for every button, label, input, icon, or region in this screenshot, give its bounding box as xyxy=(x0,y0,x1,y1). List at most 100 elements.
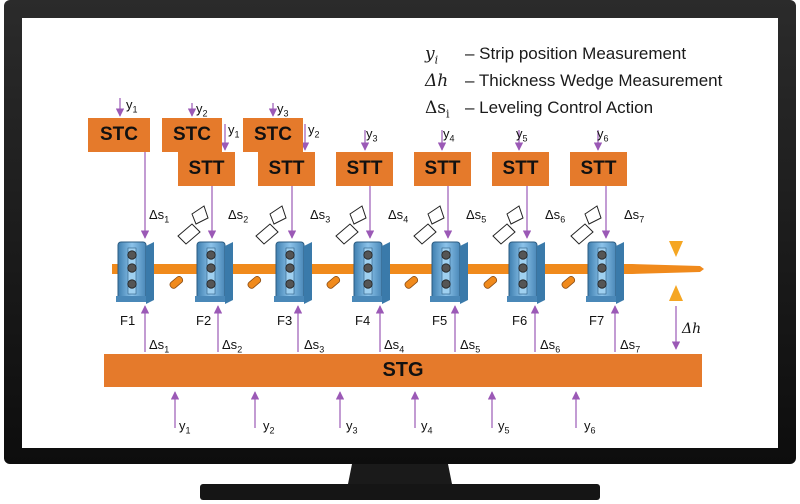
stand-label-f5: F5 xyxy=(432,313,448,328)
lower-delta-s-label: Δs3 xyxy=(304,337,325,355)
work-roll xyxy=(363,263,373,273)
looper-roll xyxy=(326,276,341,289)
stc-block-3[interactable]: STC xyxy=(243,118,303,152)
stand-side xyxy=(460,242,468,304)
sensor-head xyxy=(255,223,279,245)
stt-block-5[interactable]: STT xyxy=(414,152,471,186)
stg-input-label: y5 xyxy=(498,418,510,436)
looper-roll xyxy=(169,276,184,289)
stand-side xyxy=(304,242,312,304)
upper-delta-s-label: Δs4 xyxy=(388,207,409,225)
stand-label-f1: F1 xyxy=(120,313,136,328)
stg-input-label: y2 xyxy=(263,418,275,436)
work-roll xyxy=(518,279,528,289)
looper-roll xyxy=(561,276,576,289)
sensor-tail xyxy=(506,205,524,225)
upper-delta-s-label: Δs3 xyxy=(310,207,331,225)
work-roll xyxy=(441,263,451,273)
stand-base xyxy=(274,296,306,302)
stt-input-label: y4 xyxy=(443,126,455,144)
work-roll xyxy=(363,279,373,289)
work-roll xyxy=(206,250,216,260)
work-roll xyxy=(597,263,607,273)
looper-roll xyxy=(483,276,498,289)
work-roll xyxy=(127,250,137,260)
upper-delta-s-label: Δs2 xyxy=(228,207,249,225)
work-roll xyxy=(285,250,295,260)
wedge-label: Δh xyxy=(682,321,702,337)
work-roll xyxy=(441,250,451,260)
stt-block-6[interactable]: STT xyxy=(492,152,549,186)
legend-strip-position: yi– Strip position Measurement xyxy=(425,44,687,67)
stand-base xyxy=(507,296,539,302)
stand-label-f6: F6 xyxy=(512,313,528,328)
stand-side xyxy=(225,242,233,304)
lower-delta-s-label: Δs5 xyxy=(460,337,481,355)
wedge-gauge-top xyxy=(669,241,683,257)
stg-input-label: y1 xyxy=(179,418,191,436)
sensor-tail xyxy=(191,205,209,225)
lower-delta-s-label: Δs2 xyxy=(222,337,243,355)
stand-side xyxy=(537,242,545,304)
stg-input-label: y3 xyxy=(346,418,358,436)
stt-input-label: y6 xyxy=(597,126,609,144)
stt-input-label: y5 xyxy=(516,126,528,144)
stand-base xyxy=(352,296,384,302)
work-roll xyxy=(441,279,451,289)
work-roll xyxy=(518,250,528,260)
sensor-tail xyxy=(269,205,287,225)
legend-text: – Thickness Wedge Measurement xyxy=(465,71,723,90)
legend-thickness-wedge: Δh– Thickness Wedge Measurement xyxy=(425,71,723,91)
sensor-tail xyxy=(584,205,602,225)
stand-base xyxy=(586,296,618,302)
upper-delta-s-label: Δs1 xyxy=(149,207,170,225)
lower-delta-s-label: Δs1 xyxy=(149,337,170,355)
lower-delta-s-label: Δs4 xyxy=(384,337,405,355)
stt-input-label: y3 xyxy=(366,126,378,144)
looper-roll xyxy=(404,276,419,289)
upper-delta-s-label: Δs5 xyxy=(466,207,487,225)
upper-delta-s-label: Δs7 xyxy=(624,207,645,225)
work-roll xyxy=(285,263,295,273)
stand-base xyxy=(116,296,148,302)
work-roll xyxy=(597,250,607,260)
stand-label-f4: F4 xyxy=(355,313,371,328)
stc-secondary-label: y1 xyxy=(228,122,240,140)
work-roll xyxy=(206,263,216,273)
stc-block-2[interactable]: STC xyxy=(162,118,222,152)
work-roll xyxy=(285,279,295,289)
stand-label-f7: F7 xyxy=(589,313,605,328)
stc-input-label: y2 xyxy=(196,101,208,119)
stand-base xyxy=(430,296,462,302)
sensor-tail xyxy=(349,205,367,225)
stt-block-3[interactable]: STT xyxy=(258,152,315,186)
stt-block-7[interactable]: STT xyxy=(570,152,627,186)
stand-base xyxy=(195,296,227,302)
strip-exit xyxy=(632,264,704,274)
legend-text: – Strip position Measurement xyxy=(465,44,687,63)
stc-input-label: y1 xyxy=(126,97,138,115)
stand-label-f3: F3 xyxy=(277,313,293,328)
lower-delta-s-label: Δs7 xyxy=(620,337,641,355)
work-roll xyxy=(363,250,373,260)
work-roll xyxy=(518,263,528,273)
sensor-head xyxy=(492,223,516,245)
stand-label-f2: F2 xyxy=(196,313,212,328)
stt-block-4[interactable]: STT xyxy=(336,152,393,186)
sensor-head xyxy=(413,223,437,245)
stc-secondary-label: y2 xyxy=(308,122,320,140)
stg-block[interactable]: STG xyxy=(104,354,702,387)
work-roll xyxy=(127,279,137,289)
stc-input-label: y3 xyxy=(277,101,289,119)
sensor-head xyxy=(177,223,201,245)
stand-side xyxy=(616,242,624,304)
sensor-tail xyxy=(427,205,445,225)
stc-block-1[interactable]: STC xyxy=(88,118,150,152)
work-roll xyxy=(206,279,216,289)
sensor-head xyxy=(570,223,594,245)
stand-side xyxy=(146,242,154,304)
stt-block-2[interactable]: STT xyxy=(178,152,235,186)
legend-leveling-action: Δsi– Leveling Control Action xyxy=(425,98,654,121)
lower-delta-s-label: Δs6 xyxy=(540,337,561,355)
